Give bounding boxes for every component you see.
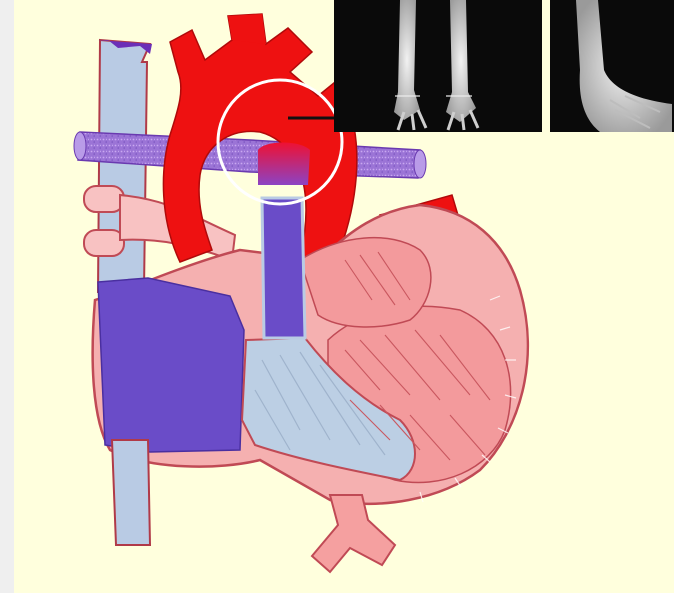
right-atrium (98, 278, 244, 452)
pulmonary-trunk (262, 198, 305, 338)
xray-inset (334, 0, 674, 132)
descending-aorta-bottom (312, 495, 395, 572)
xray-panel-left (334, 0, 542, 132)
inferior-vena-cava (112, 440, 150, 545)
